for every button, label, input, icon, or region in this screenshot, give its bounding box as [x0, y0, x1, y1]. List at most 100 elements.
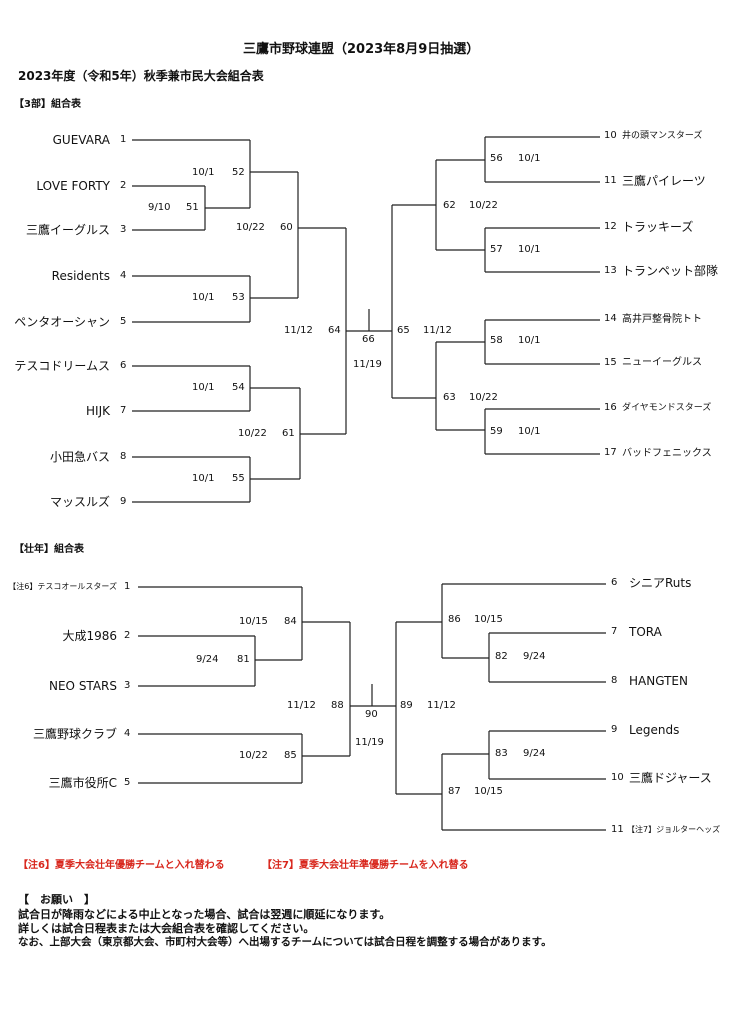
team-name: バッドフェニックス — [622, 448, 712, 459]
team-name: 三鷹市役所C — [48, 776, 117, 790]
game-number: 64 — [328, 325, 341, 336]
team-name: ペンタオーシャン — [14, 315, 110, 329]
team-seed: 10 — [604, 130, 617, 141]
game-date: 9/24 — [196, 654, 219, 665]
note-7: 【注7】夏季大会壮年準優勝チームを入れ替る — [262, 860, 469, 871]
team-seed: 9 — [120, 496, 127, 507]
game-date: 10/1 — [518, 426, 541, 437]
game-date: 10/15 — [474, 614, 503, 625]
team-seed: 7 — [611, 626, 618, 637]
team-name: マッスルズ — [49, 495, 110, 509]
team-seed: 2 — [120, 180, 127, 191]
team-seed: 10 — [611, 772, 624, 783]
game-date: 10/1 — [518, 335, 541, 346]
game-date: 10/1 — [518, 244, 541, 255]
team-name: トランペット部隊 — [622, 264, 719, 278]
note-6: 【注6】夏季大会壮年優勝チームと入れ替わる — [18, 860, 225, 871]
section-label-senior: 【壮年】組合表 — [14, 544, 84, 555]
team-seed: 8 — [611, 675, 618, 686]
team-name: 三鷹パイレーツ — [622, 174, 706, 188]
game-number: 89 — [400, 700, 413, 711]
team-name: ニューイーグルス — [622, 357, 702, 368]
game-number: 54 — [232, 382, 245, 393]
game-number: 52 — [232, 167, 245, 178]
team-seed: 12 — [604, 221, 617, 232]
game-number: 62 — [443, 200, 456, 211]
team-seed: 5 — [120, 316, 127, 327]
team-name: 三鷹イーグルス — [25, 223, 110, 237]
team-seed: 4 — [124, 728, 131, 739]
final-game-date: 11/19 — [355, 737, 384, 748]
game-number: 59 — [490, 426, 503, 437]
team-seed: 17 — [604, 447, 617, 458]
team-name: HANGTEN — [629, 674, 688, 688]
game-date: 10/22 — [238, 428, 267, 439]
game-date: 10/15 — [474, 786, 503, 797]
request-line: 詳しくは試合日程表または大会組合表を確認してください。 — [18, 922, 315, 935]
team-seed: 16 — [604, 402, 617, 413]
team-name: 高井戸整骨院トト — [622, 314, 702, 325]
game-date: 10/15 — [239, 616, 268, 627]
team-seed: 11 — [604, 175, 617, 186]
game-number: 86 — [448, 614, 461, 625]
game-number: 55 — [232, 473, 245, 484]
game-date: 10/22 — [236, 222, 265, 233]
team-seed: 14 — [604, 313, 617, 324]
team-seed: 4 — [120, 270, 127, 281]
team-name: テスコドリームス — [14, 359, 110, 373]
game-date: 10/1 — [192, 167, 215, 178]
team-name: 【注6】テスコオールスターズ — [8, 582, 117, 591]
team-seed: 8 — [120, 451, 127, 462]
game-number: 65 — [397, 325, 410, 336]
team-seed: 11 — [611, 824, 624, 835]
game-date: 10/22 — [239, 750, 268, 761]
game-number: 81 — [237, 654, 250, 665]
game-number: 57 — [490, 244, 503, 255]
team-seed: 2 — [124, 630, 131, 641]
game-number: 56 — [490, 153, 503, 164]
game-number: 53 — [232, 292, 245, 303]
page-subtitle: 2023年度（令和5年）秋季兼市民大会組合表 — [18, 69, 264, 83]
team-name: LOVE FORTY — [36, 179, 110, 193]
game-number: 84 — [284, 616, 297, 627]
page-title: 三鷹市野球連盟（2023年8月9日抽選） — [243, 42, 480, 57]
game-number: 87 — [448, 786, 461, 797]
game-date: 10/1 — [192, 473, 215, 484]
team-name: TORA — [629, 625, 662, 639]
team-name: 三鷹野球クラブ — [32, 727, 117, 741]
team-name: 小田急バス — [49, 450, 110, 464]
team-name: Residents — [51, 269, 110, 283]
game-date: 10/22 — [469, 200, 498, 211]
team-name: 大成1986 — [62, 629, 117, 643]
team-name: シニアRuts — [629, 576, 692, 590]
team-seed: 13 — [604, 265, 617, 276]
team-seed: 9 — [611, 724, 618, 735]
game-number: 85 — [284, 750, 297, 761]
request-heading: 【 お願い 】 — [18, 893, 95, 906]
team-name: 三鷹ドジャース — [629, 771, 712, 785]
team-seed: 3 — [124, 680, 131, 691]
game-number: 63 — [443, 392, 456, 403]
game-number: 61 — [282, 428, 295, 439]
game-date: 11/12 — [423, 325, 452, 336]
final-game-number: 90 — [365, 709, 378, 720]
team-name: NEO STARS — [49, 679, 117, 693]
game-number: 58 — [490, 335, 503, 346]
game-date: 9/24 — [523, 651, 546, 662]
final-game-number: 66 — [362, 334, 375, 345]
game-date: 9/10 — [148, 202, 171, 213]
game-date: 10/22 — [469, 392, 498, 403]
game-date: 10/1 — [192, 292, 215, 303]
game-date: 9/24 — [523, 748, 546, 759]
request-line: 試合日が降雨などによる中止となった場合、試合は翌週に順延になります。 — [18, 908, 391, 921]
team-seed: 7 — [120, 405, 127, 416]
team-name: トラッキーズ — [622, 220, 694, 234]
team-seed: 6 — [120, 360, 127, 371]
team-seed: 15 — [604, 357, 617, 368]
game-date: 11/12 — [427, 700, 456, 711]
game-date: 11/12 — [284, 325, 313, 336]
game-number: 60 — [280, 222, 293, 233]
game-number: 83 — [495, 748, 508, 759]
team-name: GUEVARA — [52, 133, 110, 147]
